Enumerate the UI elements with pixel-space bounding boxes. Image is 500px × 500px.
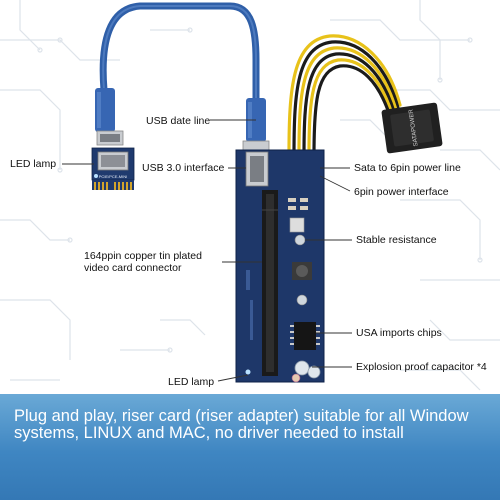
label-connector-line2: video card connector — [84, 262, 182, 274]
label-sata-power: Sata to 6pin power line — [354, 162, 461, 174]
label-led-lamp-bottom: LED lamp — [168, 376, 215, 388]
usb-cable — [99, 2, 260, 104]
label-led-lamp-top: LED lamp — [10, 158, 57, 170]
circuit-background — [0, 0, 500, 391]
sata-connector: SATAPOWER — [381, 102, 443, 154]
label-usa-chips: USA imports chips — [356, 327, 442, 339]
usb-plug-right — [242, 98, 270, 156]
label-usb-date-line: USB date line — [146, 115, 211, 127]
usb-plug-left — [95, 88, 124, 146]
riser-board — [235, 149, 325, 383]
label-usb-interface: USB 3.0 interface — [142, 162, 225, 174]
label-six-pin-power: 6pin power interface — [354, 186, 449, 198]
small-card-label: PCIE/PCE-MINI — [99, 174, 127, 179]
label-capacitor: Explosion proof capacitor *4 — [356, 361, 487, 373]
sata-label: SATAPOWER — [408, 108, 419, 147]
label-leaders — [62, 119, 352, 382]
small-pcie-card: PCIE/PCE-MINI — [91, 147, 135, 190]
label-stable-resistance: Stable resistance — [356, 234, 437, 246]
power-cable — [287, 34, 402, 157]
banner-text: Plug and play, riser card (riser adapter… — [14, 407, 469, 442]
label-connector-line1: 164ppin copper tin plated — [84, 250, 202, 262]
feature-banner: Plug and play, riser card (riser adapter… — [0, 394, 500, 500]
